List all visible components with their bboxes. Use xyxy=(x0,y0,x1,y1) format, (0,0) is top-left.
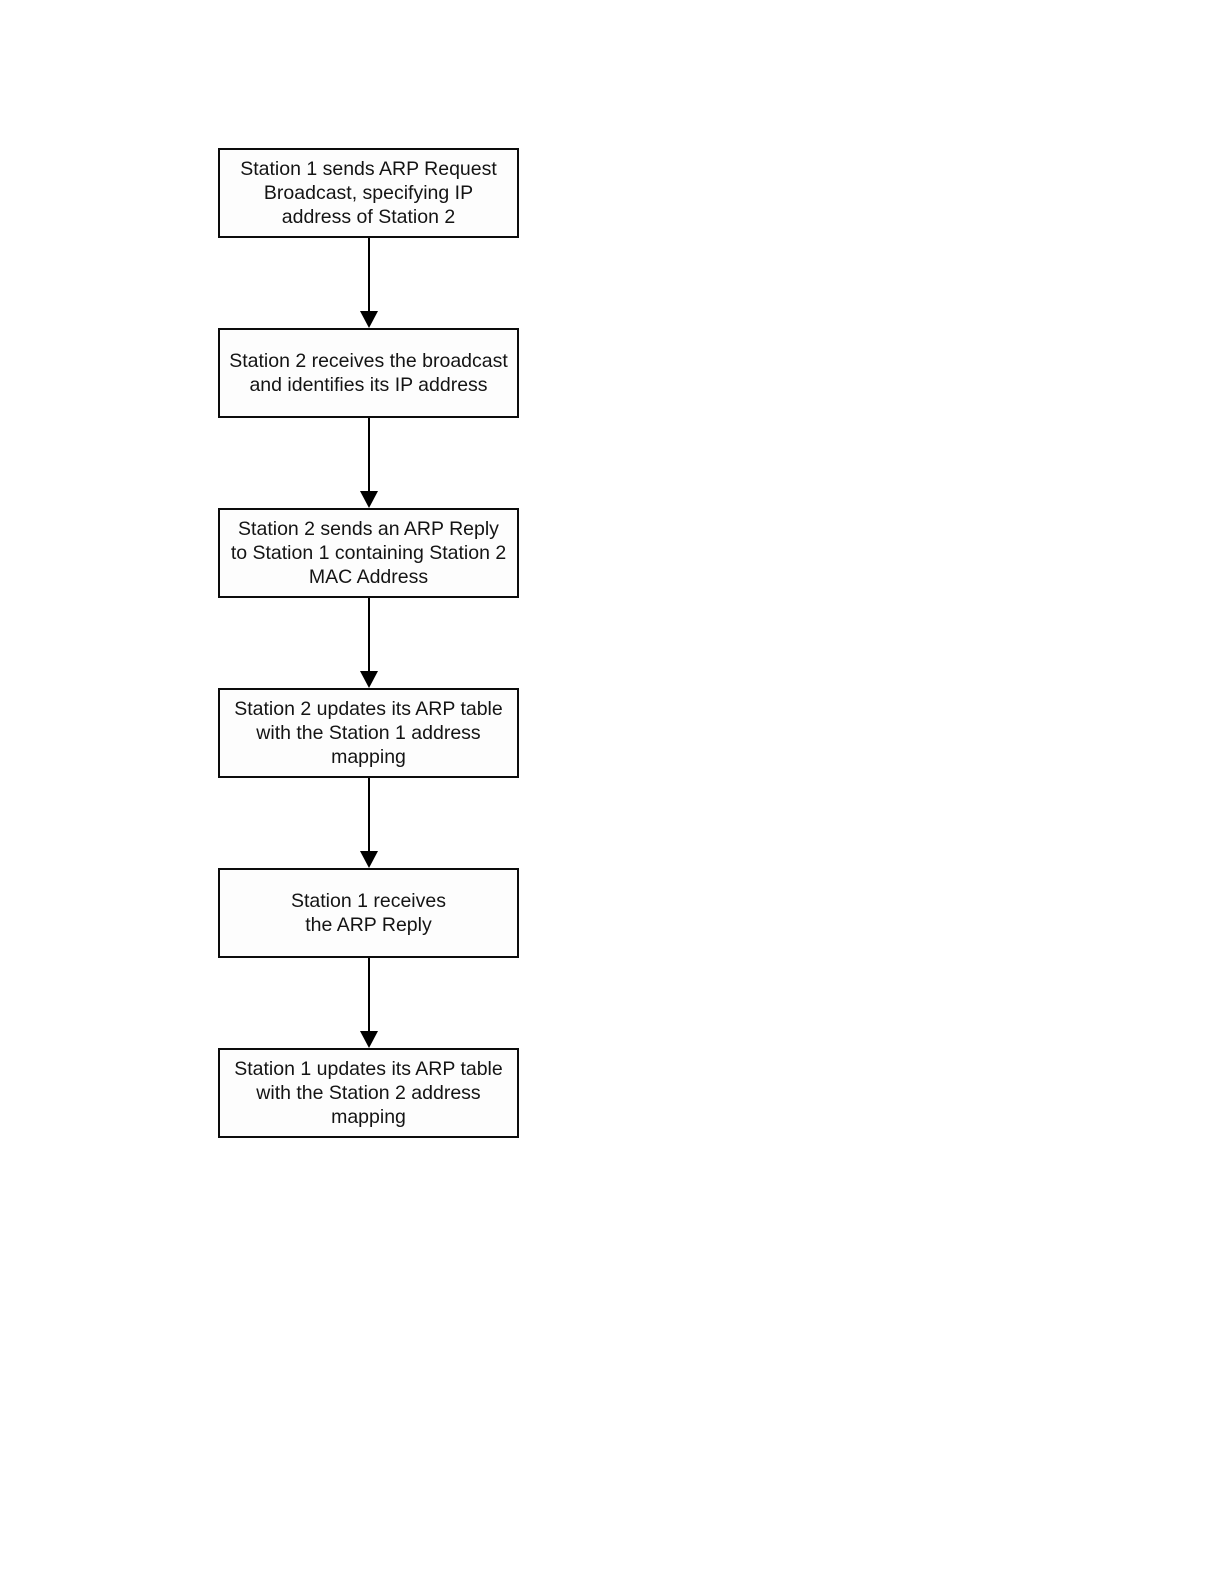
flow-step-6-label: Station 1 updates its ARP table with the… xyxy=(234,1058,503,1128)
arrow-line xyxy=(367,238,370,311)
arrow-head-down-icon xyxy=(359,311,378,328)
flow-step-2: Station 2 receives the broadcast and ide… xyxy=(218,328,519,418)
arrow-head-down-icon xyxy=(359,1031,378,1048)
arrow-head-down-icon xyxy=(359,491,378,508)
flow-step-6: Station 1 updates its ARP table with the… xyxy=(218,1048,519,1138)
flow-arrow-4 xyxy=(358,778,379,868)
arrow-line xyxy=(367,958,370,1031)
flow-arrow-5 xyxy=(358,958,379,1048)
flow-step-4-label: Station 2 updates its ARP table with the… xyxy=(234,698,503,768)
flow-arrow-2 xyxy=(358,418,379,508)
arrow-head-down-icon xyxy=(359,851,378,868)
arrow-line xyxy=(367,418,370,491)
flow-step-3: Station 2 sends an ARP Reply to Station … xyxy=(218,508,519,598)
flow-arrow-1 xyxy=(358,238,379,328)
arrow-line xyxy=(367,598,370,671)
arrow-head-down-icon xyxy=(359,671,378,688)
flow-step-1: Station 1 sends ARP Request Broadcast, s… xyxy=(218,148,519,238)
arrow-line xyxy=(367,778,370,851)
flow-arrow-3 xyxy=(358,598,379,688)
flow-step-3-label: Station 2 sends an ARP Reply to Station … xyxy=(230,518,507,588)
flow-step-1-label: Station 1 sends ARP Request Broadcast, s… xyxy=(240,158,497,228)
flow-step-4: Station 2 updates its ARP table with the… xyxy=(218,688,519,778)
flow-step-5-label: Station 1 receives the ARP Reply xyxy=(290,890,446,936)
flow-step-5: Station 1 receives the ARP Reply xyxy=(218,868,519,958)
flow-step-2-label: Station 2 receives the broadcast and ide… xyxy=(229,350,508,396)
